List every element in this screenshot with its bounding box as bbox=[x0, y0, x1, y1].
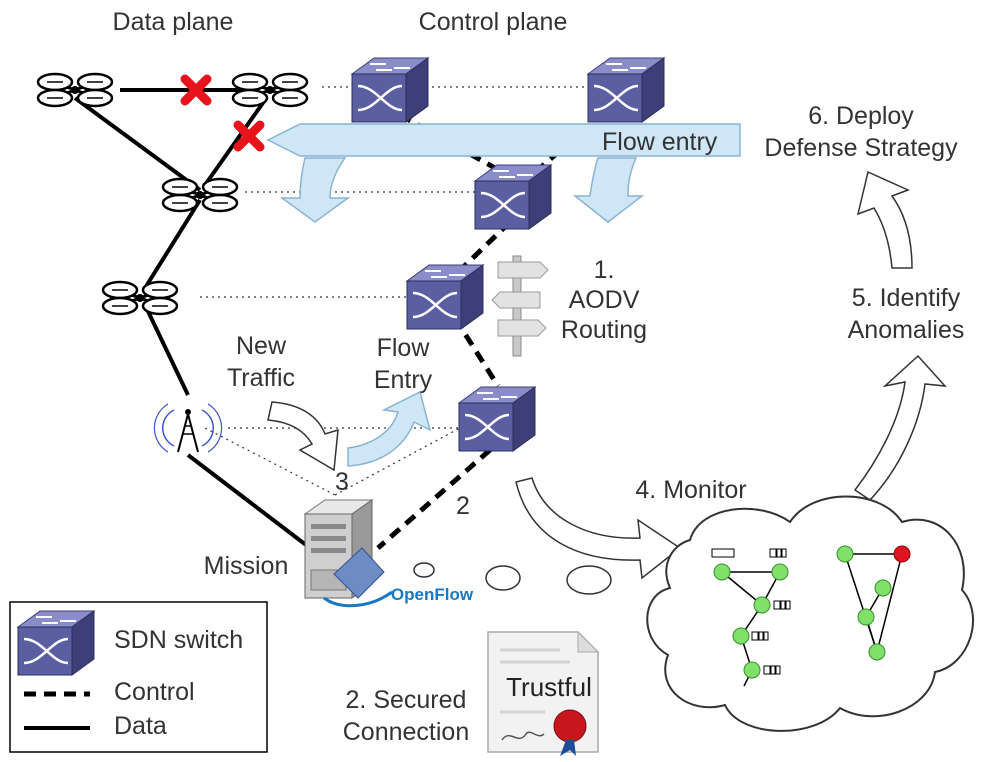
step6-line2: Defense Strategy bbox=[764, 134, 958, 162]
step-number-2: 2 bbox=[456, 492, 470, 520]
monitoring-cloud bbox=[646, 495, 974, 732]
drone-3 bbox=[161, 177, 239, 213]
cloud-graph-1-tags bbox=[711, 548, 791, 675]
step4-label: 4. Monitor bbox=[635, 476, 746, 504]
identify-arrow bbox=[853, 354, 947, 501]
new-traffic-line2: Traffic bbox=[227, 364, 295, 392]
monitor-arrow bbox=[515, 477, 682, 580]
flow-entry-banner-arrow bbox=[266, 123, 741, 157]
anomaly-node bbox=[893, 545, 911, 563]
ground-station-tower-icon bbox=[153, 403, 223, 453]
plane-correspondence-lines bbox=[200, 86, 587, 496]
sdn-switch-cp-3 bbox=[473, 163, 553, 231]
legend-sdn-switch-label: SDN switch bbox=[114, 626, 243, 654]
flow-entry-down-arrow-left bbox=[279, 157, 351, 223]
thought-bubble-3 bbox=[566, 565, 612, 595]
new-traffic-line1: New bbox=[236, 332, 287, 360]
legend-control-label: Control bbox=[114, 678, 195, 706]
step1-line2: AODV bbox=[569, 286, 640, 314]
flow-entry-small-line2: Entry bbox=[374, 366, 433, 394]
cloud-graph-2-nodes bbox=[836, 545, 892, 661]
routing-signpost-icon bbox=[491, 255, 549, 357]
step-number-3: 3 bbox=[335, 468, 349, 496]
step6-line1: 6. Deploy bbox=[808, 102, 914, 130]
deploy-arrow bbox=[856, 170, 913, 269]
openflow-label: OpenFlow bbox=[391, 585, 474, 604]
legend-data-label: Data bbox=[114, 712, 167, 740]
step5-line1: 5. Identify bbox=[852, 284, 961, 312]
mission-server-icon bbox=[303, 499, 393, 608]
sdn-switch-cp-5 bbox=[457, 385, 537, 453]
step1-line1: 1. bbox=[594, 256, 615, 284]
data-links bbox=[73, 88, 312, 550]
trustful-label: Trustful bbox=[506, 672, 592, 702]
data-plane-heading: Data plane bbox=[113, 8, 234, 36]
sdn-switch-cp-4 bbox=[405, 263, 485, 331]
step5-line2: Anomalies bbox=[848, 316, 965, 344]
drone-2 bbox=[231, 72, 309, 108]
drone-1 bbox=[36, 72, 114, 108]
thought-bubble-1 bbox=[413, 562, 435, 578]
control-plane-heading: Control plane bbox=[419, 8, 568, 36]
drone-4 bbox=[101, 280, 179, 316]
step2-line2: Connection bbox=[343, 718, 469, 746]
legend: SDN switch Control Data bbox=[9, 601, 268, 753]
sdn-switch-cp-2 bbox=[586, 56, 666, 124]
flow-entry-down-arrow-right bbox=[572, 157, 645, 223]
flow-entry-up-arrow bbox=[347, 390, 432, 467]
mission-label: Mission bbox=[204, 552, 289, 580]
flow-entry-small-line1: Flow bbox=[377, 334, 431, 362]
new-traffic-arrow bbox=[267, 401, 339, 472]
flow-entry-banner-label: Flow entry bbox=[602, 128, 718, 156]
step1-line3: Routing bbox=[561, 316, 647, 344]
sdn-switch-cp-1 bbox=[350, 56, 430, 124]
cloud-graph-1-nodes bbox=[713, 563, 789, 679]
legend-switch-icon bbox=[16, 609, 96, 677]
trustful-certificate-icon bbox=[487, 630, 600, 756]
thought-bubble-2 bbox=[485, 565, 521, 591]
step2-line1: 2. Secured bbox=[346, 686, 467, 714]
